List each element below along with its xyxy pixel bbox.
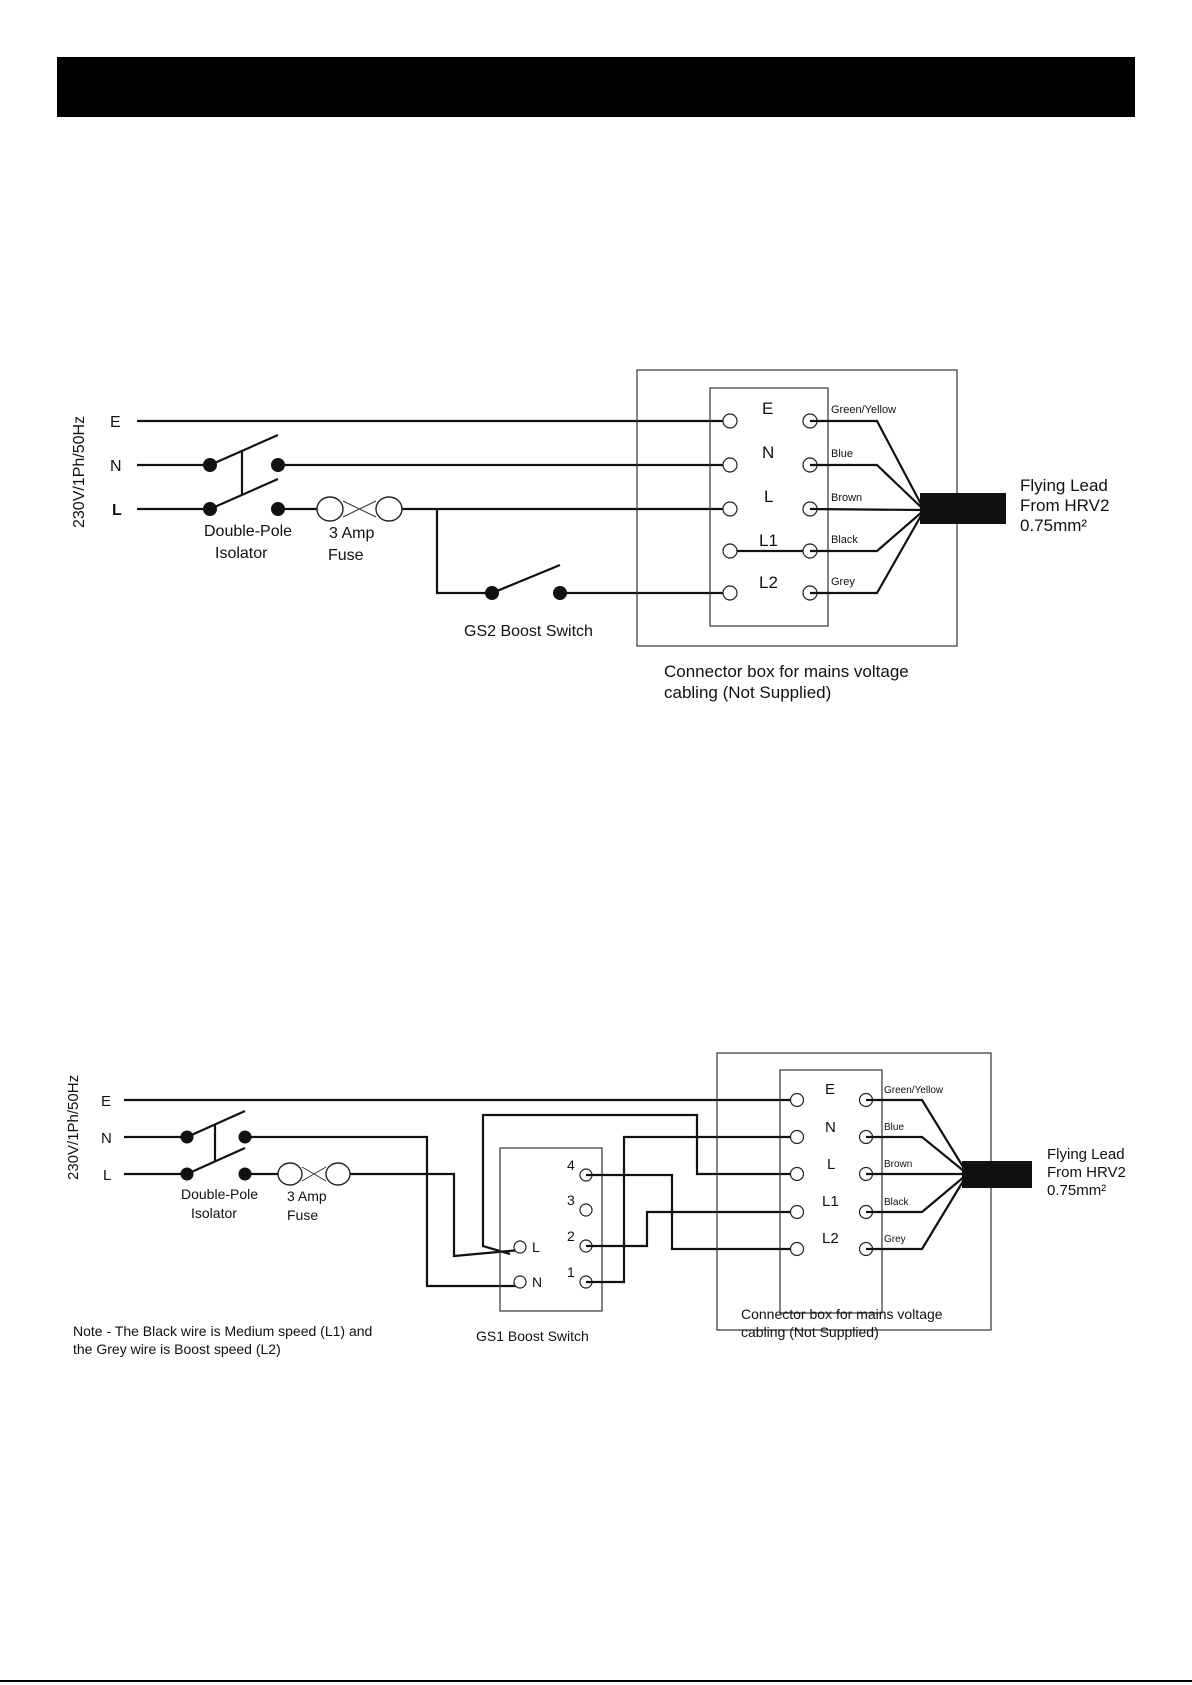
connector-terminals (789, 1092, 874, 1257)
supply-label: 230V/1Ph/50Hz (65, 1075, 82, 1180)
switch-terminal-n: N (532, 1274, 542, 1290)
switch-feed-wire (435, 509, 492, 595)
wire-colour-black: Black (831, 534, 858, 546)
terminal-label-l1: L1 (759, 531, 778, 550)
connector-box-label-line2: cabling (Not Supplied) (664, 683, 831, 702)
wire-colour-black: Black (884, 1197, 909, 1208)
switch-terminal-3: 3 (567, 1192, 575, 1208)
isolator-label-line1: Double-Pole (181, 1186, 258, 1202)
fuse-label-line1: 3 Amp (287, 1188, 327, 1204)
fuse (316, 496, 403, 522)
double-pole-isolator (180, 1109, 252, 1181)
switch-1-to-n-wire (586, 1135, 797, 1284)
connector-box-label-line2: cabling (Not Supplied) (741, 1324, 879, 1340)
wiring-diagram-gs2: 230V/1Ph/50Hz E N L Double-Pole Isolator… (71, 369, 1109, 702)
supply-label: 230V/1Ph/50Hz (71, 416, 88, 528)
switch-terminal-1: 1 (567, 1264, 575, 1280)
gs1-switch-body (499, 1147, 603, 1312)
switch-terminal-l: L (532, 1239, 540, 1255)
connector-terminals (722, 413, 818, 601)
fuse (277, 1162, 351, 1186)
fuse-label-line2: Fuse (328, 547, 364, 564)
conductor-label-e: E (101, 1093, 111, 1110)
isolator-label-line1: Double-Pole (204, 523, 292, 540)
flying-lead-label-line3: 0.75mm² (1020, 516, 1087, 535)
gs2-switch-label: GS2 Boost Switch (464, 623, 593, 640)
terminal-label-l1: L1 (822, 1193, 839, 1210)
switch-terminal-4: 4 (567, 1157, 575, 1173)
flying-lead-cable (920, 493, 1006, 524)
wiring-diagram-gs1: 230V/1Ph/50Hz E N L Double-Pole Isolator… (65, 1052, 1126, 1357)
conductor-label-l: L (103, 1167, 111, 1184)
connector-block (709, 387, 829, 627)
note-line2: the Grey wire is Boost speed (L2) (73, 1341, 281, 1357)
terminal-label-e: E (825, 1081, 835, 1098)
flying-lead-label-line2: From HRV2 (1020, 496, 1109, 515)
conductor-label-n: N (110, 458, 122, 475)
flying-lead-cable (962, 1161, 1032, 1188)
terminal-label-n: N (762, 443, 774, 462)
flying-lead-label-line1: Flying Lead (1020, 476, 1108, 495)
fuse-label-line1: 3 Amp (329, 525, 374, 542)
connector-box-label-line1: Connector box for mains voltage (741, 1306, 943, 1322)
switch-live-return-wire (481, 1113, 797, 1256)
neutral-wire-to-switch (245, 1135, 520, 1288)
gs1-switch-label: GS1 Boost Switch (476, 1328, 589, 1344)
isolator-label-line2: Isolator (191, 1205, 237, 1221)
switch-terminal-2: 2 (567, 1228, 575, 1244)
wire-colour-grey: Grey (831, 576, 855, 588)
switch-lever (491, 563, 561, 595)
isolator-label-line2: Isolator (215, 545, 268, 562)
bottom-rule (0, 1680, 1192, 1682)
flying-lead-wires (866, 1098, 966, 1251)
wire-colour-blue: Blue (831, 448, 853, 460)
header-bar (57, 57, 1135, 117)
terminal-label-l2: L2 (759, 573, 778, 592)
flying-lead-label-line2: From HRV2 (1047, 1164, 1126, 1181)
terminal-label-l2: L2 (822, 1230, 839, 1247)
wire-colour-green-yellow: Green/Yellow (884, 1085, 944, 1096)
live-wire-to-switch (350, 1172, 521, 1258)
connector-block (779, 1069, 883, 1314)
conductor-label-n: N (101, 1130, 112, 1147)
terminal-label-n: N (825, 1119, 836, 1136)
note-line1: Note - The Black wire is Medium speed (L… (73, 1323, 372, 1339)
terminal-label-l: L (827, 1156, 835, 1173)
wire-colour-brown: Brown (831, 492, 862, 504)
wire-colour-green-yellow: Green/Yellow (831, 404, 896, 416)
gs1-switch-terminals (513, 1168, 593, 1289)
terminal-label-l: L (764, 487, 773, 506)
flying-lead-wires (809, 419, 923, 595)
conductor-label-l: L (112, 502, 122, 519)
connector-box-label-line1: Connector box for mains voltage (664, 662, 909, 681)
double-pole-isolator (203, 433, 285, 516)
wire-colour-brown: Brown (884, 1159, 912, 1170)
connector-box-outer (716, 1052, 992, 1331)
fuse-label-line2: Fuse (287, 1207, 318, 1223)
terminal-label-e: E (762, 399, 773, 418)
wire-colour-grey: Grey (884, 1234, 906, 1245)
flying-lead-label-line1: Flying Lead (1047, 1146, 1125, 1163)
switch-2-to-l1-wire (586, 1210, 797, 1248)
conductor-label-e: E (110, 414, 121, 431)
flying-lead-label-line3: 0.75mm² (1047, 1182, 1106, 1199)
wire-colour-blue: Blue (884, 1122, 904, 1133)
